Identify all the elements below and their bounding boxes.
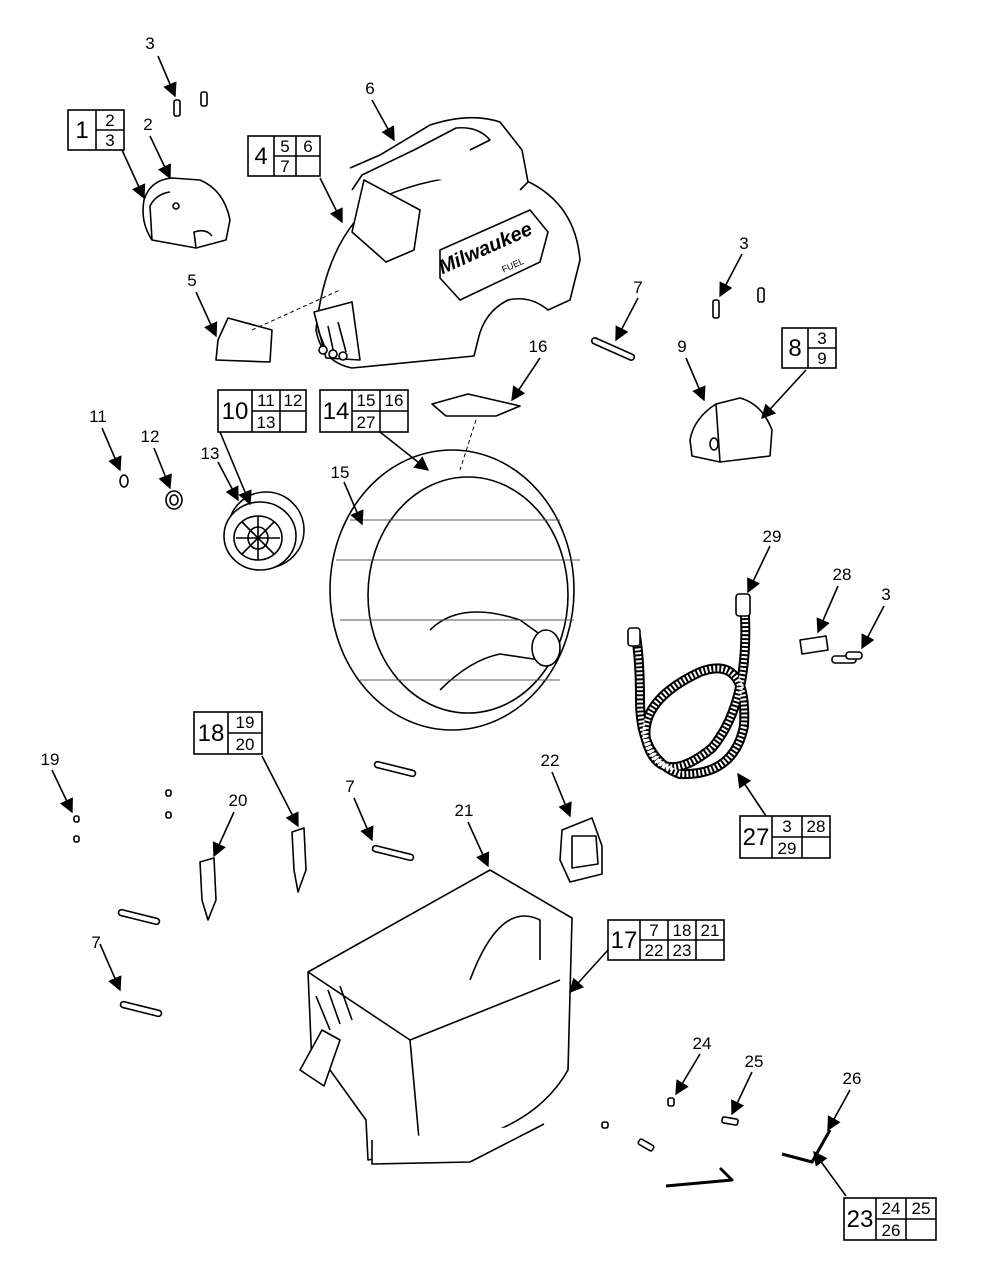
label-sheet-part: [431, 393, 521, 417]
cable-hose-part: [627, 593, 751, 780]
kit-box-10: [217, 389, 307, 433]
callout-label: 25: [745, 1052, 764, 1071]
screw-part: [73, 789, 172, 843]
pin-part: [590, 337, 636, 361]
kit-cell: 21: [701, 921, 720, 940]
callout-label: 3: [145, 34, 154, 53]
kit-box-4: [247, 135, 321, 177]
kit-cell: 3: [105, 131, 114, 150]
kit-main-number: 10: [222, 398, 249, 425]
base-tub-part: [299, 869, 573, 1165]
callout-label: 11: [89, 407, 107, 426]
callout-label: 9: [677, 337, 686, 356]
kit-cell: 5: [280, 137, 289, 156]
callout-label: 7: [91, 933, 100, 952]
callout-label: 5: [187, 271, 196, 290]
kit-cell: 27: [357, 413, 376, 432]
kit-box-23: [843, 1197, 937, 1241]
kit-cell: 3: [817, 329, 826, 348]
kit-box-8: [781, 327, 837, 369]
kit-cell: 3: [782, 817, 791, 836]
pin-part: [637, 1138, 655, 1152]
end-cap-part: [142, 177, 231, 249]
kit-main-number: 1: [75, 117, 88, 144]
kit-cell: 16: [385, 391, 404, 410]
washer-part: [165, 490, 183, 510]
kit-cell: 9: [817, 349, 826, 368]
kit-cell: 23: [673, 941, 692, 960]
screw-part: [831, 651, 863, 664]
callout-label: 12: [141, 427, 160, 446]
kit-cell: 2: [105, 111, 114, 130]
kit-box-18: [193, 711, 263, 755]
kit-cell: 26: [882, 1221, 901, 1240]
kit-cell: 20: [236, 735, 255, 754]
screw-part: [173, 91, 208, 117]
callout-numbers: 3 2 6 5 3 7 9 16 11 12 13 15 29 28 3 19 …: [41, 34, 891, 1088]
kit-main-number: 18: [198, 720, 225, 747]
kit-box-1: [67, 109, 125, 151]
kit-cell: 13: [257, 413, 276, 432]
kit-main-number: 4: [254, 143, 267, 170]
callout-label: 26: [843, 1069, 862, 1088]
o-ring-part: [119, 474, 129, 488]
kit-cell: 7: [649, 921, 658, 940]
kit-main-number: 27: [743, 824, 770, 851]
callout-label: 3: [739, 234, 748, 253]
callout-label: 6: [365, 79, 374, 98]
label-sheet-part: [215, 317, 273, 363]
callout-label: 21: [455, 801, 474, 820]
guide-lines: [251, 289, 477, 471]
pin-part: [117, 760, 417, 1018]
latch-part: [559, 817, 603, 883]
drum-part: [329, 449, 580, 731]
pin-part: [721, 1116, 739, 1126]
hex-key-part: [665, 1166, 734, 1188]
kit-cell: 15: [357, 391, 376, 410]
kit-box-14: [319, 389, 409, 433]
kit-cell: 25: [912, 1199, 931, 1218]
callout-label: 7: [633, 278, 642, 297]
kit-cell: 22: [645, 941, 664, 960]
callout-label: 3: [881, 585, 890, 604]
kit-main-number: 8: [788, 335, 801, 362]
hex-key-part: [781, 1129, 832, 1164]
kit-box-17: [607, 919, 725, 961]
clip-part: [199, 827, 307, 921]
kit-cell: 28: [807, 817, 826, 836]
kit-cell: 24: [882, 1199, 901, 1218]
set-screw-part: [601, 1121, 609, 1129]
kit-cell: 7: [280, 157, 289, 176]
callout-label: 16: [529, 337, 548, 356]
kit-cell: 11: [257, 391, 275, 410]
callout-label: 22: [541, 751, 560, 770]
end-cap-part: [689, 397, 773, 463]
kit-cell: 12: [284, 391, 303, 410]
kit-cell: 6: [303, 137, 312, 156]
callout-label: 15: [331, 463, 350, 482]
leader-lines: [51, 55, 885, 1197]
kit-box-27: [739, 815, 831, 859]
bracket-part: [799, 635, 829, 655]
set-screw-part: [667, 1097, 675, 1107]
kit-main-number: 23: [847, 1206, 874, 1233]
callout-label: 13: [201, 444, 220, 463]
kit-main-number: 17: [611, 927, 638, 954]
callout-label: 28: [833, 565, 852, 584]
callout-label: 2: [143, 115, 152, 134]
kit-cell: 19: [236, 713, 255, 732]
cover-housing-part: [313, 116, 581, 369]
kit-main-number: 14: [323, 398, 350, 425]
callout-label: 19: [41, 750, 60, 769]
wheel-part: [223, 491, 305, 571]
callout-label: 7: [345, 777, 354, 796]
kit-cell: 29: [778, 839, 797, 858]
callout-label: 24: [693, 1034, 712, 1053]
kit-cell: 18: [673, 921, 692, 940]
callout-label: 20: [229, 791, 248, 810]
callout-label: 29: [763, 527, 782, 546]
screw-part: [712, 287, 765, 319]
